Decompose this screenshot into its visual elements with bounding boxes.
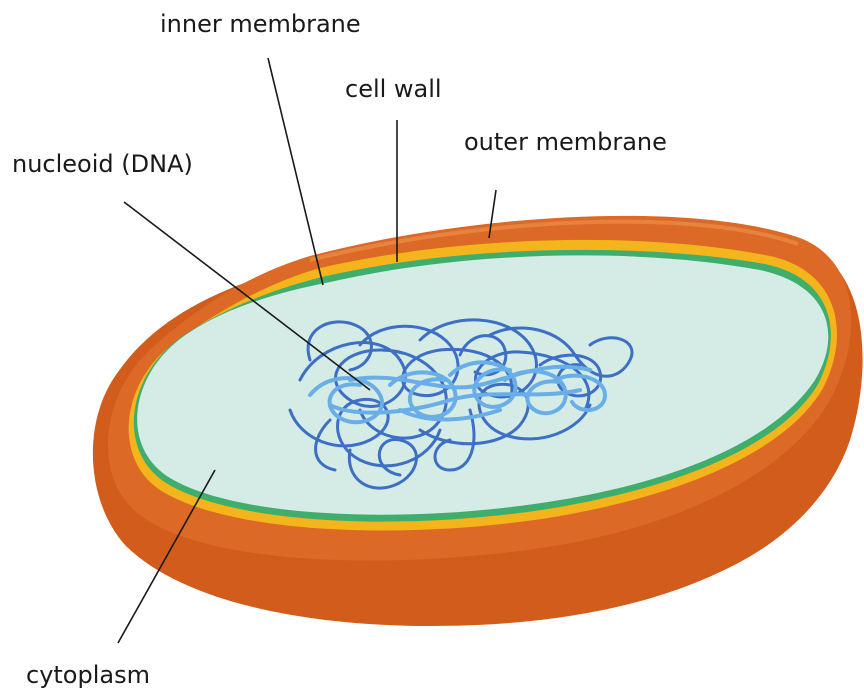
outer-membrane-label: outer membrane xyxy=(464,128,667,156)
inner-membrane-leader xyxy=(268,58,323,285)
nucleoid-label: nucleoid (DNA) xyxy=(12,150,193,178)
inner-membrane-label: inner membrane xyxy=(160,10,361,38)
cell-wall-label: cell wall xyxy=(345,75,442,103)
cytoplasm-label: cytoplasm xyxy=(26,661,150,689)
